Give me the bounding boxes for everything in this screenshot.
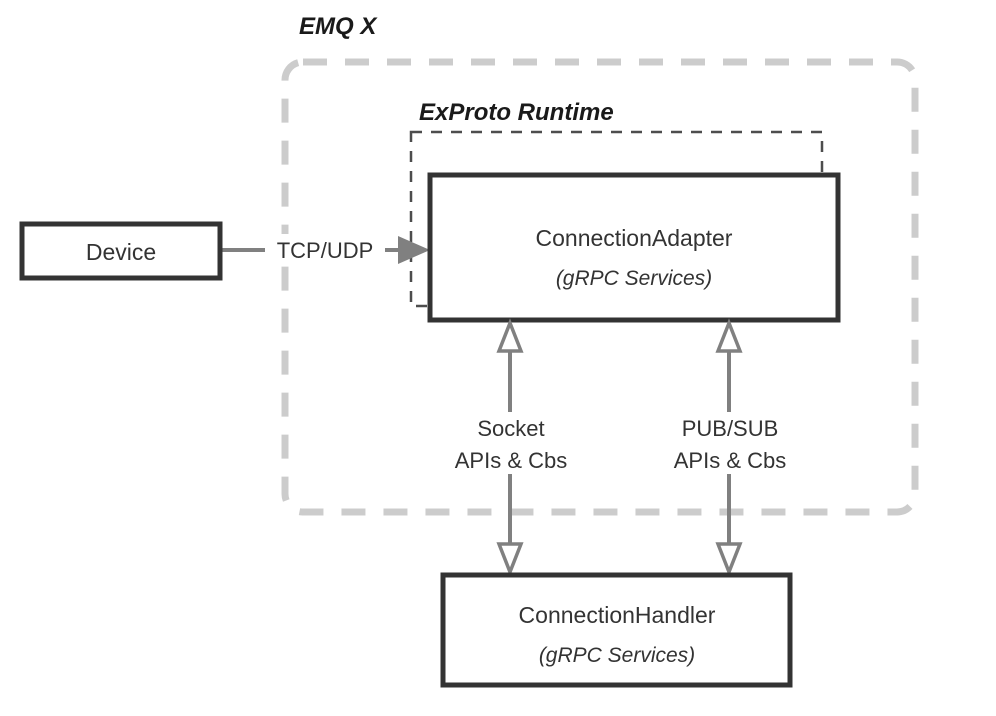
edge-socket-arrowhead-down — [496, 542, 524, 577]
edge-pubsub-arrowhead-up — [715, 318, 743, 353]
edge-socket-label-backdrop — [442, 412, 579, 474]
edge-tcpudp-label: TCP/UDP — [277, 238, 374, 263]
edge-device-to-adapter-arrowhead — [398, 236, 430, 264]
node-device-label: Device — [86, 239, 156, 265]
edge-socket-label-line1: Socket — [477, 416, 544, 441]
node-device-box[interactable] — [19, 221, 223, 281]
group-exproto-label: ExProto Runtime — [419, 99, 614, 126]
node-connection-adapter-label: ConnectionAdapter — [536, 225, 733, 251]
edge-pubsub-label-line1: PUB/SUB — [682, 416, 779, 441]
edge-pubsub-label-line2: APIs & Cbs — [674, 448, 786, 473]
node-connection-handler-label: ConnectionHandler — [519, 602, 716, 628]
node-connection-handler-box[interactable] — [440, 572, 793, 688]
edge-socket-arrowhead-up — [496, 318, 524, 353]
edge-pubsub-arrowhead-down — [715, 542, 743, 577]
edge-tcpudp-label-backdrop — [265, 234, 385, 264]
node-connection-adapter-sublabel: (gRPC Services) — [556, 267, 712, 290]
group-emqx-label: EMQ X — [299, 13, 378, 40]
group-emqx-boundary — [281, 58, 919, 516]
edge-socket-label-line2: APIs & Cbs — [455, 448, 567, 473]
edge-pubsub-label-backdrop — [661, 412, 798, 474]
node-connection-handler-sublabel: (gRPC Services) — [539, 644, 695, 667]
node-connection-adapter-box[interactable] — [427, 172, 841, 323]
